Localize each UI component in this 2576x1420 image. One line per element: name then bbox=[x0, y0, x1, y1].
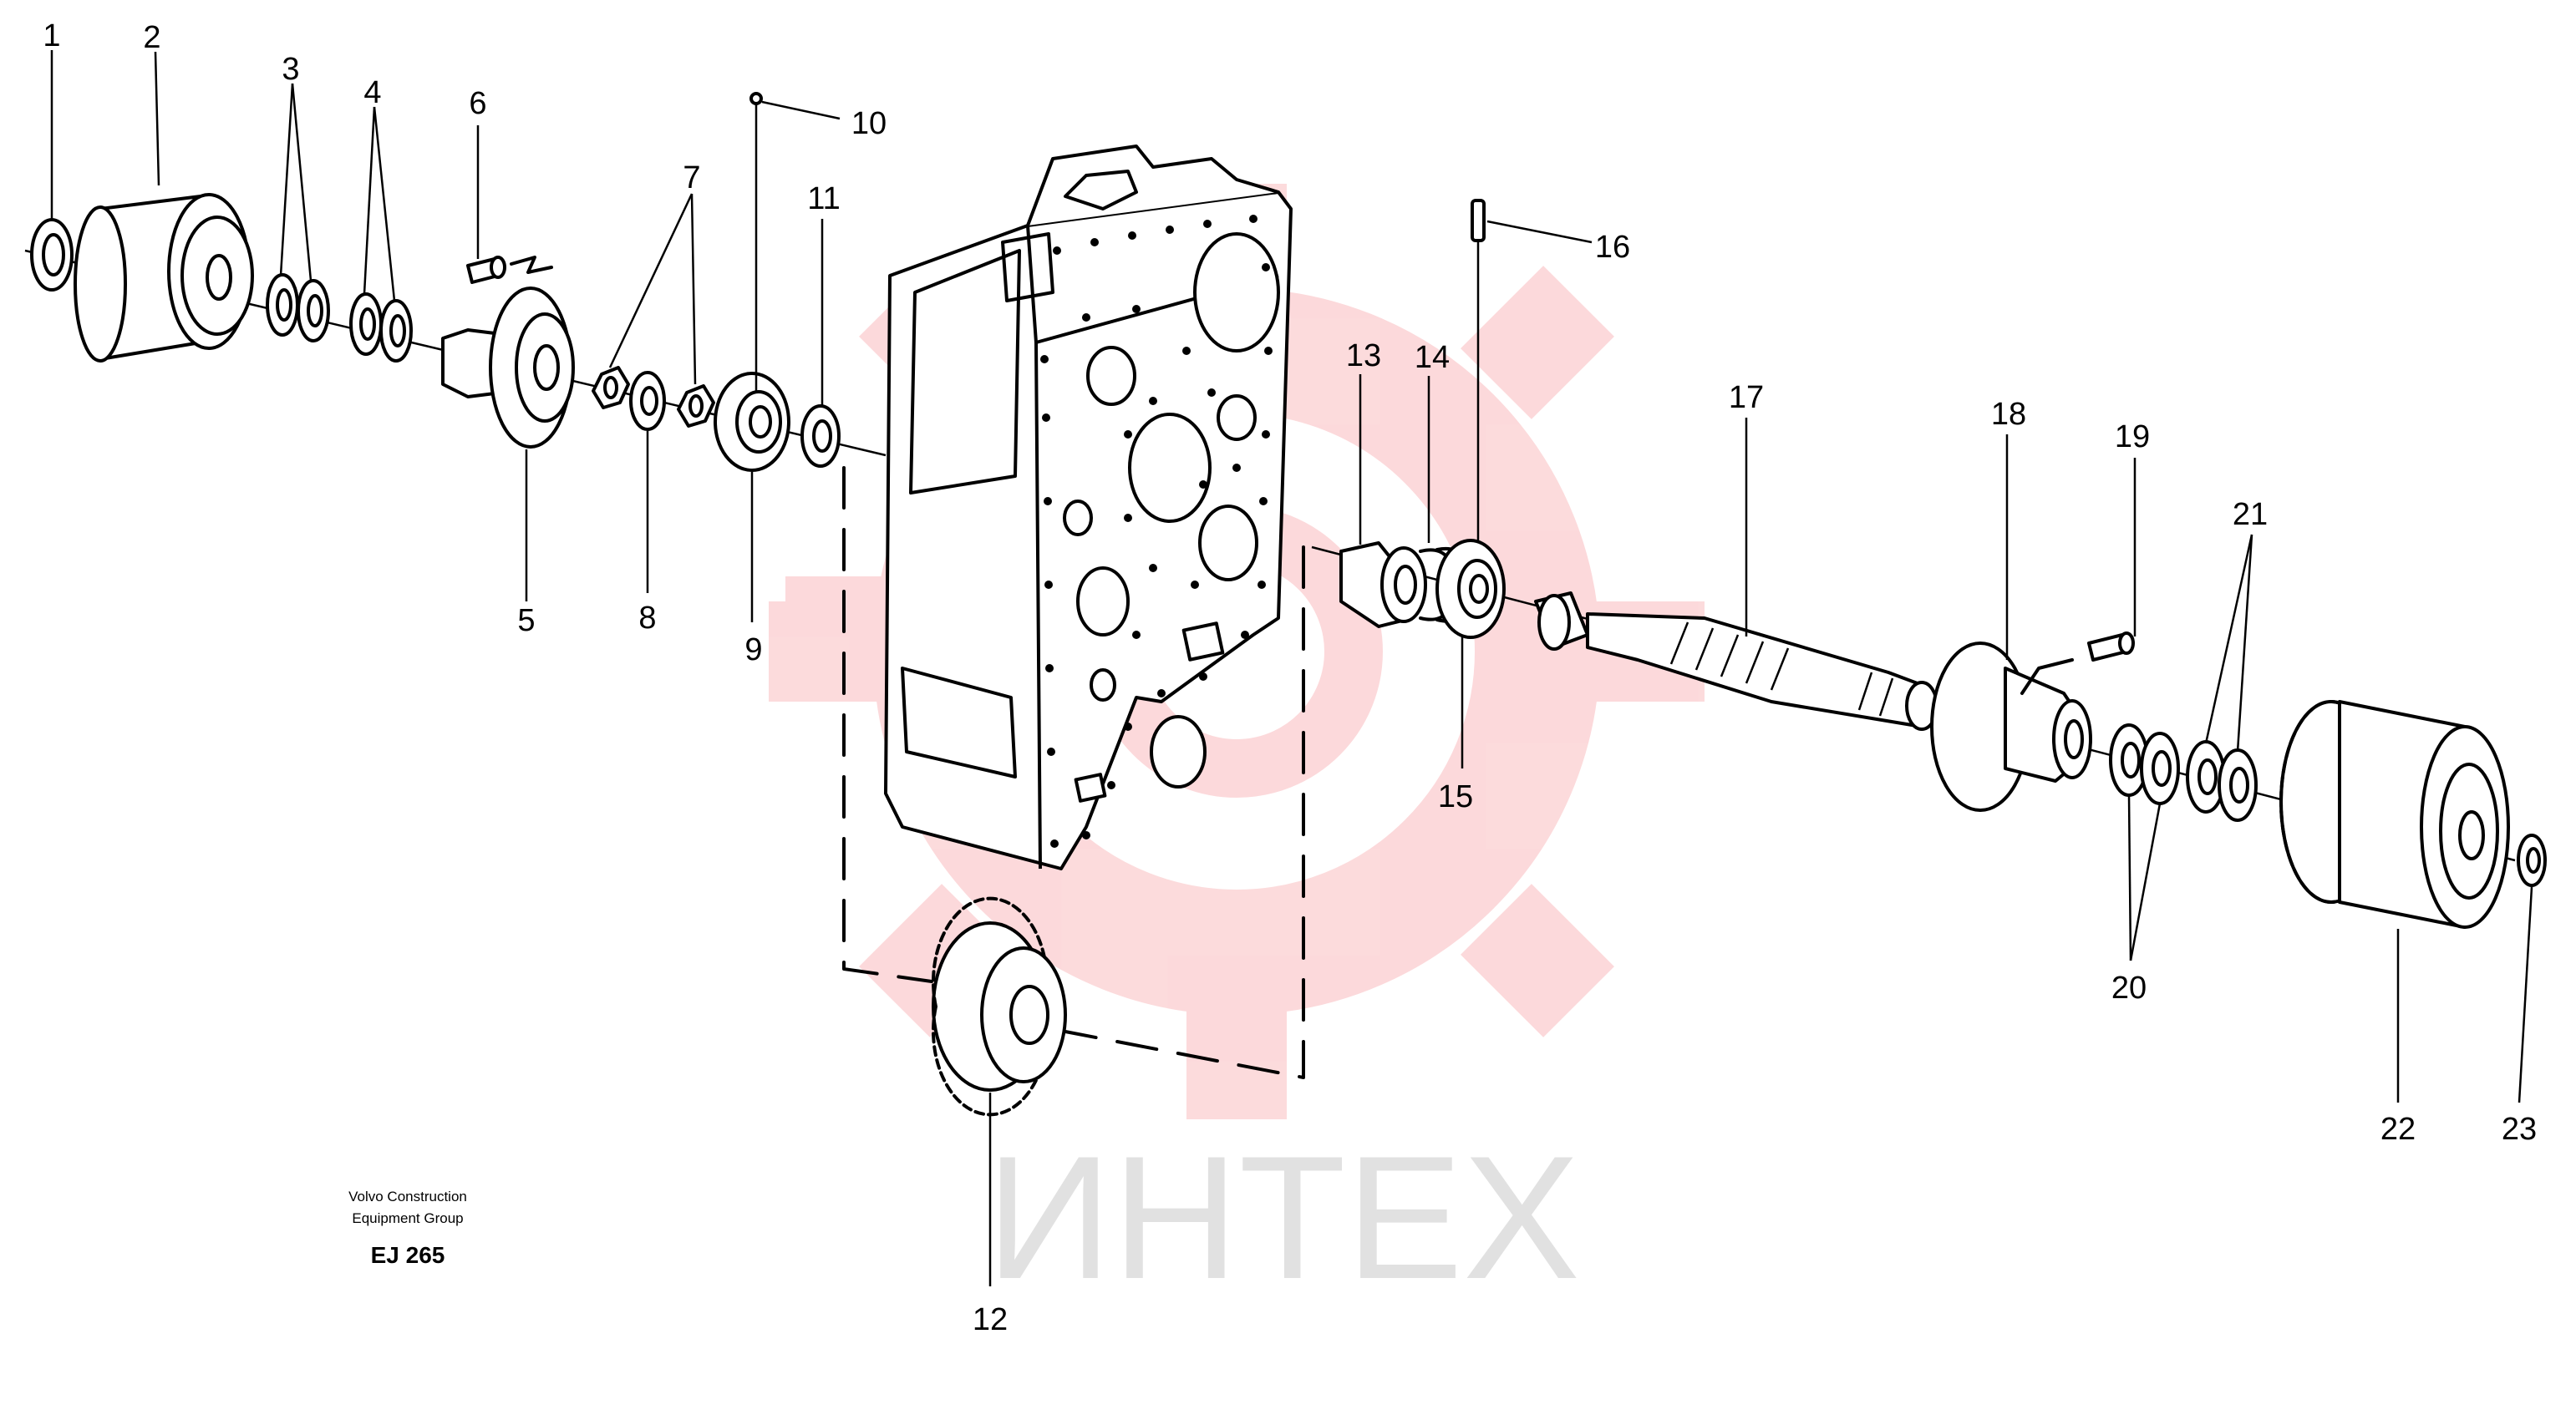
part-22-clutch-drum bbox=[2279, 700, 2510, 929]
callout-6: 6 bbox=[469, 86, 486, 121]
callout-labels: 1 2 3 4 5 6 7 8 9 10 11 12 13 14 15 16 1… bbox=[43, 18, 2537, 1337]
callout-21: 21 bbox=[2233, 497, 2268, 532]
part-5-bearing-housing bbox=[441, 287, 575, 449]
part-2-clutch-drum bbox=[74, 193, 254, 363]
callout-11: 11 bbox=[807, 181, 840, 216]
part-3-seal-rings bbox=[266, 273, 330, 342]
gear-12-indicator-dashes bbox=[842, 466, 1305, 1079]
part-4-seal-rings bbox=[349, 292, 413, 363]
callout-20: 20 bbox=[2111, 971, 2147, 1006]
part-12-gear bbox=[932, 896, 1067, 1117]
part-21-seal-rings bbox=[2186, 740, 2258, 822]
part-1-washer bbox=[30, 218, 74, 292]
callout-leader-lines bbox=[50, 50, 2533, 1286]
part-6-bolt bbox=[466, 256, 553, 284]
callout-17: 17 bbox=[1729, 380, 1764, 415]
gearbox-housing bbox=[884, 145, 1293, 870]
part-10-pin bbox=[749, 92, 763, 393]
credit-line-2: Equipment Group bbox=[352, 1210, 463, 1226]
part-9-bearing bbox=[714, 372, 790, 472]
callout-14: 14 bbox=[1415, 340, 1450, 375]
callout-1: 1 bbox=[43, 18, 60, 53]
part-8-washer bbox=[629, 371, 666, 431]
part-20-seal-rings bbox=[2109, 723, 2180, 805]
callout-12: 12 bbox=[973, 1302, 1008, 1337]
credit-line-1: Volvo Construction bbox=[348, 1189, 467, 1204]
watermark-text: ИНТЕХ bbox=[986, 1119, 1580, 1316]
callout-7: 7 bbox=[683, 160, 700, 195]
callout-9: 9 bbox=[744, 632, 762, 667]
part-18-output-flange bbox=[1930, 642, 2092, 812]
callout-2: 2 bbox=[143, 20, 160, 55]
part-19-bolt bbox=[2020, 631, 2135, 695]
callout-13: 13 bbox=[1346, 338, 1381, 373]
callout-4: 4 bbox=[363, 75, 381, 110]
callout-22: 22 bbox=[2380, 1112, 2416, 1147]
callout-10: 10 bbox=[851, 106, 887, 141]
callout-3: 3 bbox=[282, 52, 299, 87]
part-11-ring bbox=[800, 404, 841, 468]
part-15-bearing bbox=[1435, 539, 1506, 639]
callout-16: 16 bbox=[1595, 230, 1630, 265]
callout-19: 19 bbox=[2115, 419, 2150, 454]
callout-5: 5 bbox=[517, 603, 535, 638]
drawing-code: EJ 265 bbox=[371, 1242, 445, 1268]
part-13-sleeve bbox=[1339, 541, 1427, 628]
callout-8: 8 bbox=[638, 601, 656, 636]
part-7-nuts bbox=[592, 366, 715, 428]
part-17-shaft bbox=[1534, 591, 1938, 731]
callout-15: 15 bbox=[1438, 779, 1473, 814]
part-23-washer bbox=[2517, 834, 2547, 887]
housing-bolt-holes bbox=[1040, 215, 1273, 848]
credit-block: Volvo Construction Equipment Group EJ 26… bbox=[348, 1189, 467, 1268]
part-16-pin bbox=[1471, 199, 1486, 543]
callout-18: 18 bbox=[1991, 397, 2026, 432]
callout-23: 23 bbox=[2502, 1112, 2537, 1147]
